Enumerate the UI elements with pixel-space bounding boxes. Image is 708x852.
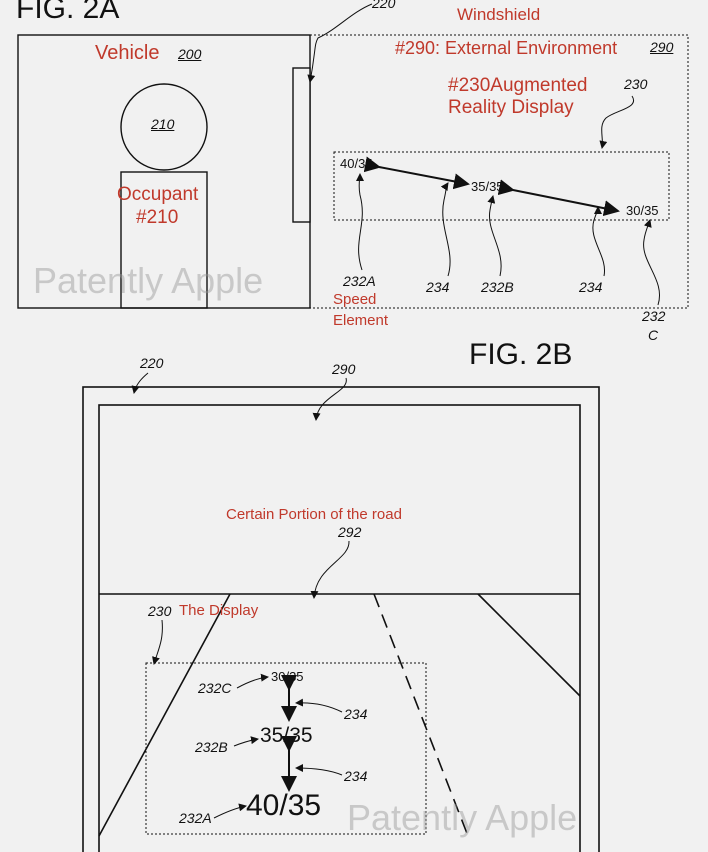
display-speed-35-35: 35/35: [260, 724, 313, 747]
speed-value-35-35: 35/35: [471, 179, 504, 194]
ref-230-2b: 230: [148, 603, 172, 619]
external-environment-label: #290: External Environment: [395, 38, 618, 58]
windshield-label: Windshield: [457, 5, 541, 24]
leader-232b-2b: [233, 736, 259, 747]
leader-234-left: [440, 182, 451, 277]
watermark-2b: Patently Apple: [347, 797, 578, 838]
ref-232c-2b: 232C: [198, 680, 232, 696]
ar-display-label-line2: Reality Display: [448, 97, 574, 118]
occupant-head: [120, 83, 208, 171]
leader-232a-2b: [213, 803, 247, 819]
display-speed-30-35: 30/35: [271, 669, 304, 684]
speed-element-label-line1: Speed: [333, 291, 377, 308]
windshield-inner-frame: [98, 404, 581, 852]
ref-234-top-2b: 234: [344, 706, 368, 722]
ref-290-2b: 290: [332, 361, 356, 377]
vehicle-label: Vehicle: [95, 42, 160, 64]
ref-232a-2b: 232A: [179, 810, 212, 826]
leader-230: [599, 95, 635, 149]
ref-292: 292: [338, 524, 362, 540]
ref-234-bottom-2b: 234: [344, 768, 368, 784]
speed-element-label-line2: Element: [333, 312, 389, 329]
leader-220: [307, 3, 373, 83]
ar-display-box: [333, 151, 670, 221]
speed-value-30-35: 30/35: [626, 203, 659, 218]
ref-220: 220: [372, 0, 396, 11]
display-box: [145, 662, 427, 835]
leader-232c-2b: [236, 673, 269, 689]
road-portion-label: Certain Portion of the road: [226, 506, 402, 523]
ref-232b: 232B: [481, 279, 514, 295]
display-label: The Display: [179, 602, 259, 619]
ar-display-label-line1: #230Augmented: [448, 75, 588, 96]
leader-292: [310, 540, 350, 599]
leader-232c: [643, 219, 660, 306]
arrow-35-to-30: [497, 179, 620, 217]
fig-2b-title: FIG. 2B: [469, 338, 573, 371]
ref-234-right: 234: [579, 279, 603, 295]
speed-value-40-35: 40/35: [340, 156, 373, 171]
ref-232c-line2: C: [648, 327, 659, 343]
leader-230-2b: [152, 619, 163, 665]
leader-234-right: [592, 206, 606, 277]
leader-234-top: [295, 698, 343, 713]
occupant-number: #210: [136, 207, 179, 228]
ref-234-left: 234: [426, 279, 450, 295]
occupant-label: Occupant: [117, 184, 199, 205]
windshield-shape: [292, 67, 311, 223]
leader-232a: [355, 173, 364, 271]
ref-232a: 232A: [343, 273, 376, 289]
leader-232b: [487, 195, 502, 277]
road-right-edge: [477, 593, 581, 697]
ref-232b-2b: 232B: [195, 739, 228, 755]
external-environment-ref: 290: [650, 39, 674, 55]
vehicle-ref: 200: [178, 46, 202, 62]
arrow-40-to-35: [363, 156, 470, 190]
display-speed-40-35: 40/35: [246, 789, 322, 822]
occupant-body: [120, 171, 208, 309]
ref-232c-line1: 232: [642, 308, 666, 324]
leader-220-2b: [131, 372, 149, 394]
windshield-outer-frame: [82, 386, 600, 852]
ref-230: 230: [624, 76, 648, 92]
leader-290-2b: [312, 377, 347, 421]
fig-2a-title: FIG. 2A: [16, 0, 120, 25]
ref-220-2b: 220: [140, 355, 164, 371]
watermark-2a: Patently Apple: [33, 260, 264, 301]
occupant-head-ref: 210: [151, 116, 175, 132]
road-left-edge: [98, 593, 231, 837]
leader-234-bottom: [295, 764, 343, 776]
